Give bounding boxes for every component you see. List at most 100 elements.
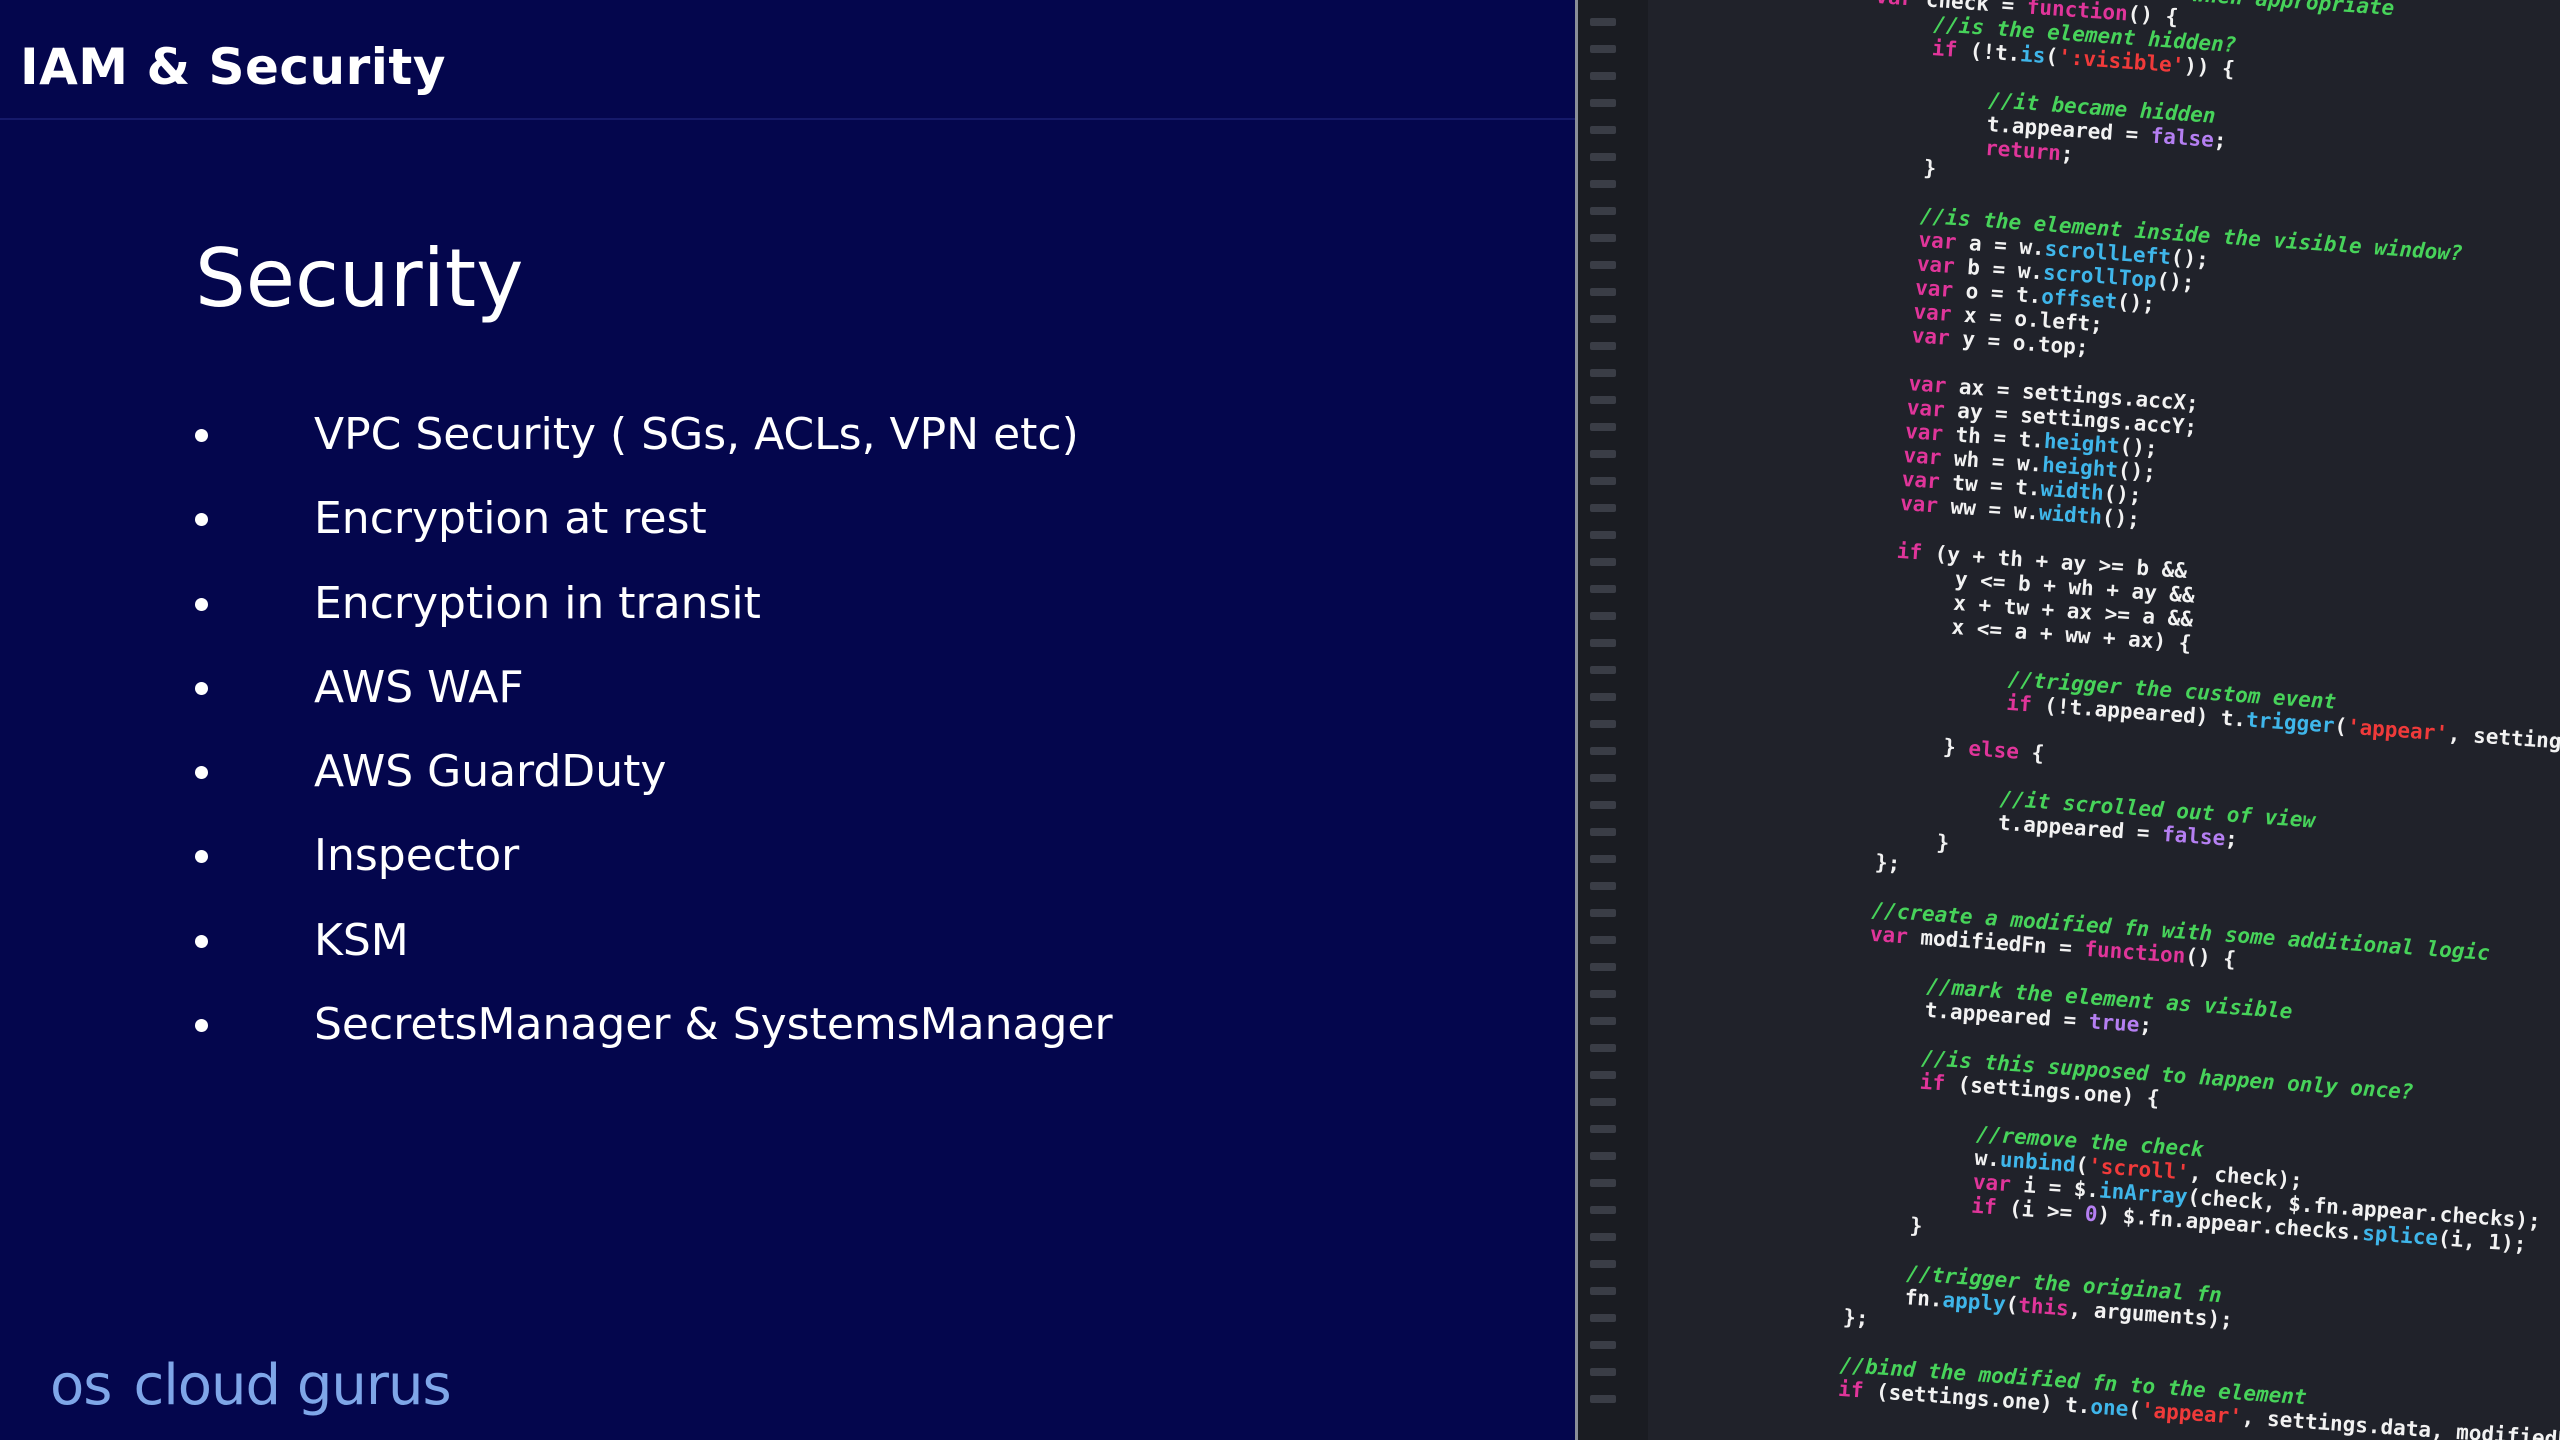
line-number-mark [1590, 207, 1616, 215]
line-number-mark [1590, 1233, 1616, 1241]
bullet-dot-icon [195, 1019, 208, 1033]
line-number-mark [1590, 477, 1616, 485]
bullet-text: SecretsManager & SystemsManager [314, 999, 1113, 1051]
code-token: var [1901, 466, 1954, 495]
line-number-mark [1590, 342, 1616, 350]
code-token: false [2161, 821, 2227, 851]
bullet-text: AWS GuardDuty [314, 746, 667, 798]
bullet-dot-icon [195, 513, 208, 527]
bullet-text: Inspector [314, 830, 520, 882]
code-token: var [1916, 251, 1969, 279]
code-token: trigger [2245, 707, 2336, 738]
code-token: var [1904, 419, 1957, 447]
code-token: var [1899, 490, 1952, 519]
slide-header: IAM & Security [0, 0, 1575, 120]
line-number-mark [1590, 1287, 1616, 1295]
code-token: false [2149, 123, 2215, 152]
code-token: if [1970, 1193, 2011, 1221]
line-number-mark [1590, 855, 1616, 863]
code-token: } [1922, 155, 1938, 181]
bullet-dot-icon [195, 681, 208, 695]
code-line: } [1936, 830, 1950, 855]
code-token: apply [1941, 1287, 2007, 1317]
line-number-mark [1590, 1260, 1616, 1268]
line-number-mark [1590, 666, 1616, 674]
line-number-mark [1590, 693, 1616, 701]
bullet-dot-icon [195, 934, 208, 948]
code-token: (); [2101, 505, 2141, 532]
line-number-mark [1590, 936, 1616, 944]
bullet-text: Encryption at rest [314, 493, 707, 545]
line-number-mark [1590, 585, 1616, 593]
code-token: var [1912, 299, 1965, 327]
code-token: 'appear' [2346, 714, 2449, 746]
line-number-mark [1590, 774, 1616, 782]
code-token: var [1917, 227, 1970, 256]
code-token: , settings.data); [2447, 721, 2560, 761]
brand-logo-text: cloud gurus [133, 1353, 451, 1418]
code-token: splice [2361, 1220, 2439, 1251]
code-token: is [2019, 42, 2047, 68]
code-token: var [1902, 443, 1955, 471]
line-number-mark [1590, 126, 1616, 134]
code-token: if [1931, 36, 1971, 63]
line-number-mark [1590, 747, 1616, 755]
code-text-block: //fires the appear event when appropriat… [1837, 0, 2560, 1440]
bullet-text: Encryption in transit [314, 577, 761, 629]
code-token: else [1967, 736, 2020, 764]
code-token: (); [2117, 458, 2157, 485]
line-number-mark [1590, 909, 1616, 917]
line-number-mark [1590, 963, 1616, 971]
line-number-mark [1590, 369, 1616, 377]
line-number-mark [1590, 234, 1616, 242]
section-title: Security [195, 232, 524, 325]
line-number-mark [1590, 99, 1616, 107]
line-number-mark [1590, 72, 1616, 80]
code-token: if [1896, 538, 1936, 566]
code-token: }; [1874, 850, 1902, 876]
line-number-mark [1590, 315, 1616, 323]
line-number-mark [1590, 1152, 1616, 1160]
code-token: var [1875, 0, 1927, 11]
line-number-mark [1590, 1098, 1616, 1106]
code-token: (); [2116, 289, 2156, 317]
code-line: } [1923, 156, 1937, 181]
line-number-mark [1590, 288, 1616, 296]
line-number-mark [1590, 990, 1616, 998]
code-token: var [1907, 371, 1960, 399]
line-number-mark [1590, 639, 1616, 647]
code-token: ; [2213, 127, 2228, 153]
line-number-mark [1590, 558, 1616, 566]
bullet-dot-icon [195, 766, 208, 780]
code-token: (); [2118, 434, 2159, 461]
line-number-mark [1590, 45, 1616, 53]
code-token: } [1935, 830, 1951, 856]
line-number-mark [1590, 153, 1616, 161]
code-token: )) { [2183, 53, 2236, 82]
line-number-mark [1590, 801, 1616, 809]
line-number-mark [1590, 1179, 1616, 1187]
code-token: ; [2138, 1012, 2153, 1038]
code-token: w. [1973, 1145, 2001, 1172]
code-token: var [1906, 395, 1959, 423]
line-number-mark [1590, 828, 1616, 836]
code-line: return; [1984, 136, 2074, 166]
code-line: }; [1842, 1305, 1869, 1331]
code-token: if [1837, 1376, 1877, 1404]
line-number-mark [1590, 180, 1616, 188]
code-token: one [2089, 1394, 2130, 1421]
code-line: } [1909, 1213, 1923, 1238]
bullet-dot-icon [195, 850, 208, 864]
line-number-mark [1590, 504, 1616, 512]
line-number-mark [1590, 261, 1616, 269]
code-token: ; [2224, 826, 2239, 852]
code-line: }; [1874, 850, 1901, 876]
bullet-text: AWS WAF [314, 661, 524, 713]
code-token: }; [1842, 1304, 1870, 1331]
code-token: var [1869, 921, 1922, 950]
code-token: (); [2170, 245, 2210, 272]
code-token: this [2017, 1293, 2070, 1321]
code-token: } [1942, 734, 1970, 761]
line-number-mark [1590, 1071, 1616, 1079]
